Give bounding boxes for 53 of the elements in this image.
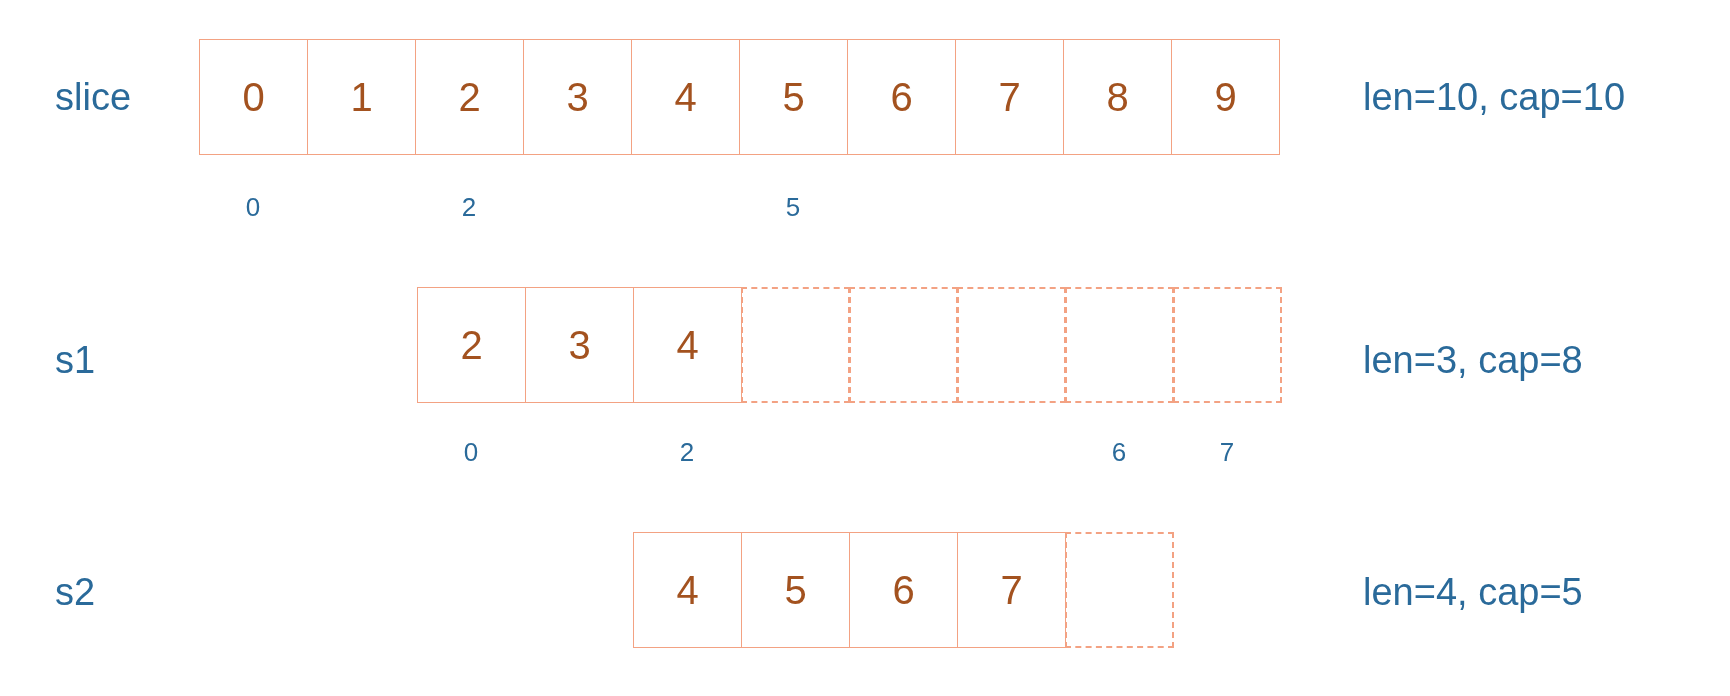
array-cell [633,287,742,403]
length-capacity-note: len=4, cap=5 [1363,570,1583,614]
index-number: 0 [463,436,479,468]
element-value: 7 [998,74,1021,120]
slice-name: s1 [55,338,96,382]
element-value: 0 [242,74,265,120]
element-value: 7 [1000,567,1023,613]
array-cell [633,532,742,648]
element-value: 5 [784,567,807,613]
array-cell [847,39,956,155]
element-value: 5 [782,74,805,120]
element-value: 6 [890,74,913,120]
array-cell [199,39,308,155]
array-cell [955,39,1064,155]
array-cell [1171,39,1280,155]
empty-capacity-cell [957,287,1066,403]
index-number: 5 [785,191,801,223]
empty-capacity-cell [1173,287,1282,403]
element-value: 3 [566,74,589,120]
array-cell [631,39,740,155]
array-cell [307,39,416,155]
element-value: 9 [1214,74,1237,120]
array-cell [957,532,1066,648]
element-value: 1 [350,74,373,120]
element-value: 2 [458,74,481,120]
length-capacity-note: len=3, cap=8 [1363,338,1583,382]
element-value: 4 [674,74,697,120]
index-number: 0 [245,191,261,223]
element-value: 3 [568,322,591,368]
index-number: 2 [679,436,695,468]
index-number: 7 [1219,436,1235,468]
empty-capacity-cell [1065,532,1174,648]
index-number: 2 [461,191,477,223]
array-cell [415,39,524,155]
array-cell [525,287,634,403]
slice-name: s2 [55,570,96,614]
array-cell [523,39,632,155]
element-value: 2 [460,322,483,368]
empty-capacity-cell [741,287,850,403]
array-cell [1063,39,1172,155]
slice-name: slice [55,75,132,119]
empty-capacity-cell [849,287,958,403]
element-value: 4 [676,567,699,613]
index-number: 6 [1111,436,1127,468]
length-capacity-note: len=10, cap=10 [1363,75,1625,119]
array-cell [741,532,850,648]
element-value: 4 [676,322,699,368]
empty-capacity-cell [1065,287,1174,403]
array-cell [849,532,958,648]
element-value: 6 [892,567,915,613]
element-value: 8 [1106,74,1129,120]
array-cell [417,287,526,403]
array-cell [739,39,848,155]
